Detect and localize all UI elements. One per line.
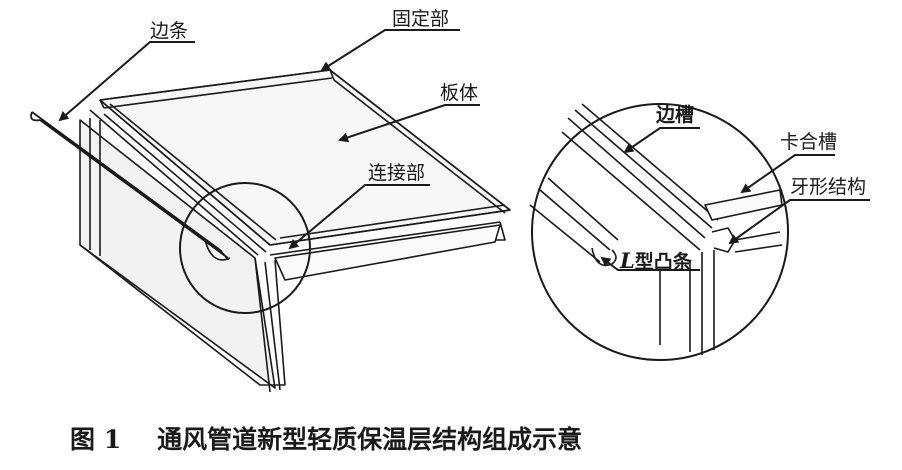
label-clamp-groove: 卡合槽	[780, 131, 838, 153]
leader-connector	[288, 184, 430, 250]
leader-clamp-groove	[740, 154, 835, 194]
strip-rails	[529, 177, 619, 263]
figure-caption: 图 1 通风管道新型轻质保温层结构组成示意	[70, 420, 582, 456]
leader-side-groove	[623, 127, 700, 154]
detail-circle	[179, 182, 311, 314]
l-rib-end	[591, 247, 617, 267]
detail-circle-large	[531, 103, 789, 361]
label-tooth-structure: 牙形结构	[790, 176, 867, 198]
vertical-panel-bottom	[79, 244, 285, 386]
vertical-panel	[79, 119, 276, 389]
leader-edge-strip	[58, 41, 195, 122]
back-frame	[99, 69, 335, 109]
label-side-groove: 边槽	[656, 104, 695, 126]
label-panel-body: 板体	[440, 82, 479, 104]
figure-number: 图 1	[70, 425, 122, 454]
leader-fixed-part	[320, 29, 460, 72]
label-l-rib: L型凸条	[620, 250, 692, 272]
label-l-rib-text: 型凸条	[634, 251, 692, 273]
leader-panel-body	[338, 104, 480, 143]
leader-l-rib	[600, 256, 700, 271]
label-fixed-part: 固定部	[392, 8, 450, 30]
right-frame	[329, 69, 511, 214]
side-panel	[274, 224, 501, 281]
label-connector: 连接部	[368, 162, 426, 184]
label-l-rib-prefix: L	[620, 248, 635, 273]
left-frame-rails	[89, 99, 277, 256]
leader-tooth-structure	[728, 199, 870, 245]
edge-strip-bar-end	[204, 239, 231, 261]
leader-lines	[58, 29, 870, 271]
vertical-panel-edges	[89, 118, 286, 393]
groove-rails	[561, 103, 719, 251]
detail-bottom-panel	[734, 231, 783, 253]
detail-drawing	[529, 103, 789, 361]
label-edge-strip: 边条	[150, 20, 189, 42]
assembly-drawing	[30, 69, 511, 393]
detail-vertical-panel	[659, 250, 715, 355]
figure-title: 通风管道新型轻质保温层结构组成示意	[157, 425, 583, 454]
edge-strip-bar	[30, 111, 230, 260]
